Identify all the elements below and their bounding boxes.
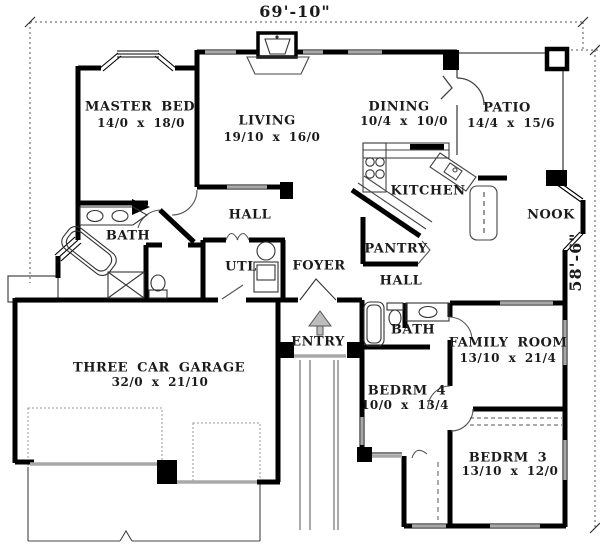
room-label-hall-upper: HALL: [228, 207, 272, 223]
doors: [137, 189, 474, 459]
room-size-master-bed: 14/0 x 18/0: [97, 116, 185, 130]
driveway: [27, 467, 261, 542]
room-label-garage: THREE CAR GARAGE: [73, 360, 245, 376]
shower: [107, 271, 145, 299]
room-size-bedrm4: 10/0 x 13/4: [361, 398, 449, 412]
fireplace: [246, 31, 310, 75]
room-label-master-bath: BATH: [105, 228, 151, 244]
room-label-bedrm3: BEDRM 3: [468, 450, 548, 466]
patio-post: [544, 46, 570, 72]
room-size-bedrm3: 13/10 x 12/0: [461, 464, 559, 478]
vanity: [405, 302, 450, 322]
room-size-family-room: 13/10 x 21/4: [459, 351, 557, 365]
room-size-patio: 14/4 x 15/6: [467, 116, 555, 130]
room-size-garage: 32/0 x 21/10: [111, 375, 209, 389]
room-label-entry: ENTRY: [291, 334, 345, 350]
room-label-living: LIVING: [238, 113, 296, 129]
toilet-bowl: [388, 309, 402, 327]
toilet-bowl: [150, 274, 166, 292]
dimension-lines: [29, 21, 600, 528]
garage-door-bays: [27, 407, 261, 484]
room-label-family-room: FAMILY ROOM: [448, 335, 568, 351]
windows: [30, 50, 567, 528]
room-label-pantry: PANTRY: [364, 241, 428, 257]
room-label-kitchen: KITCHEN: [390, 183, 466, 199]
entry-walkway: [299, 360, 339, 530]
room-label-bedrm4: BEDRM 4: [367, 383, 447, 399]
sink: [418, 305, 438, 319]
vanity-arrow: [132, 199, 150, 215]
closet-shelves: [470, 417, 562, 426]
wall-posts: [132, 50, 567, 484]
patio-outline: [440, 52, 564, 172]
bathtub: [61, 225, 117, 277]
washer: [256, 241, 276, 261]
room-label-second-bath: BATH: [390, 322, 436, 338]
room-label-utility: UTL: [225, 259, 257, 275]
entry-arrow: [308, 310, 332, 336]
room-label-dining: DINING: [368, 99, 430, 115]
laundry-fixtures: [253, 241, 279, 293]
right-dimension-label: 58'-6": [566, 232, 585, 292]
room-label-hall-lower: HALL: [379, 273, 423, 289]
room-label-master-bed: MASTER BED: [85, 99, 195, 115]
dryer: [253, 261, 279, 293]
second-bath-fixtures: [363, 301, 450, 347]
toilet-tank: [386, 302, 404, 311]
room-label-patio: PATIO: [483, 100, 531, 116]
tub: [363, 301, 385, 347]
bay-windows: [54, 50, 584, 454]
top-dimension-label: 69'-10": [259, 2, 331, 21]
room-size-dining: 10/4 x 10/0: [360, 114, 448, 128]
dimension-ticks: [24, 16, 600, 534]
room-size-living: 19/10 x 16/0: [223, 130, 321, 144]
toilet-tank: [148, 289, 168, 299]
kitchen-counters: [357, 142, 498, 241]
room-label-nook: NOOK: [527, 207, 575, 223]
room-label-foyer: FOYER: [292, 258, 346, 274]
stove-burners: [365, 157, 385, 179]
master-bath-fixtures: [61, 206, 168, 299]
